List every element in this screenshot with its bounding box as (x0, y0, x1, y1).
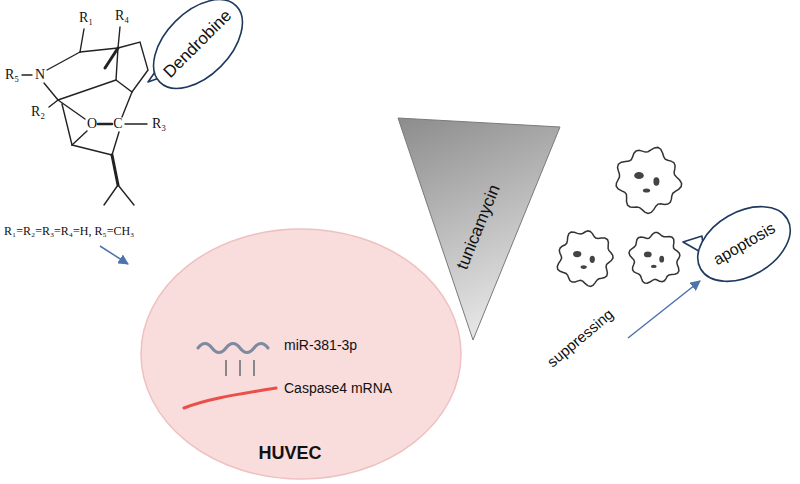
suppress-arrow (628, 281, 700, 338)
cell-spot (653, 177, 659, 185)
arrow-label: suppressing (544, 306, 617, 371)
callout-bubble: apoptosis (680, 196, 796, 296)
cell-outline (557, 231, 613, 287)
flow-arrow (100, 246, 128, 264)
cell-spot (644, 252, 652, 258)
r-group: R₃ (152, 116, 166, 131)
mrna-label: Caspase4 mRNA (284, 381, 392, 396)
cell-spot (634, 172, 644, 179)
cell-spot (643, 188, 650, 192)
mirna-label: miR-381-3p (284, 338, 357, 353)
atom-symbol: N (35, 67, 45, 82)
cell-spot (581, 265, 587, 269)
cell-spot (659, 256, 664, 263)
cell-name: HUVEC (259, 444, 322, 464)
r-group: R₄ (115, 8, 129, 23)
cell-outline (629, 233, 680, 284)
r-group: R₂ (31, 104, 45, 119)
atom-symbol: C (113, 116, 122, 131)
cell-outline (616, 147, 681, 213)
cell-circle: miR-381-3pCaspase4 mRNA HUVEC (140, 228, 462, 480)
cell-circle-shape (140, 228, 462, 480)
r-group: R₅ (5, 67, 19, 82)
callout-bubble: Dendrobine (140, 0, 250, 96)
dendrobine-structure (22, 27, 148, 205)
r-group: R₁ (79, 10, 93, 25)
apoptotic-cells (557, 147, 681, 286)
cell-spot (590, 256, 595, 263)
atom-symbol: O (87, 116, 97, 131)
cell-spot (651, 265, 657, 268)
cell-spot (573, 251, 581, 257)
substituent-formula: R₁=R₂=R₃=R₄=H, R₅=CH₃ (4, 225, 134, 238)
